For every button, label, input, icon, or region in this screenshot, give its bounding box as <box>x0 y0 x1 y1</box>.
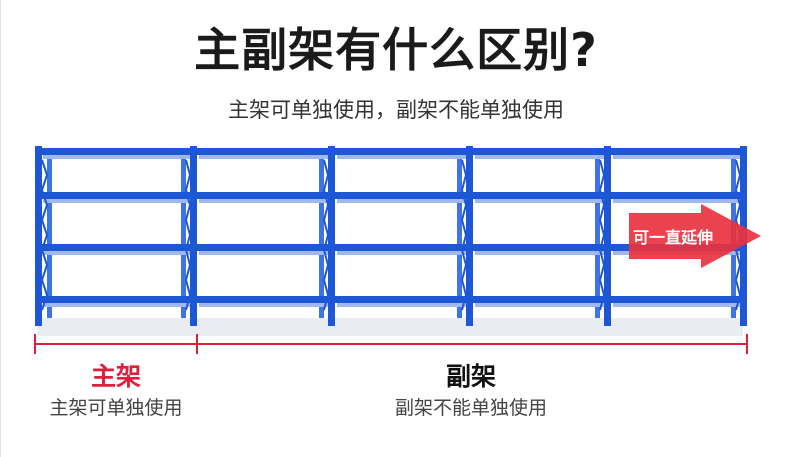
main-frame-desc: 主架可单独使用 <box>49 397 183 419</box>
aux-frame-label: 副架 <box>445 362 496 391</box>
right-arrow-icon <box>629 204 761 268</box>
shelf-main <box>35 146 197 326</box>
main-frame-label: 主架 <box>90 362 141 391</box>
shelf-aux-2 <box>335 146 473 326</box>
floor-shadow <box>37 318 743 336</box>
page-subtitle: 主架可单独使用，副架不能单独使用 <box>228 98 564 122</box>
arrow-label: 可一直延伸 <box>633 228 714 247</box>
aux-frame-desc: 副架不能单独使用 <box>394 397 547 419</box>
shelf-aux-1 <box>197 146 335 326</box>
page-title: 主副架有什么区别? <box>194 23 598 77</box>
shelf-aux-3 <box>473 146 611 326</box>
dimension-line <box>34 334 748 354</box>
